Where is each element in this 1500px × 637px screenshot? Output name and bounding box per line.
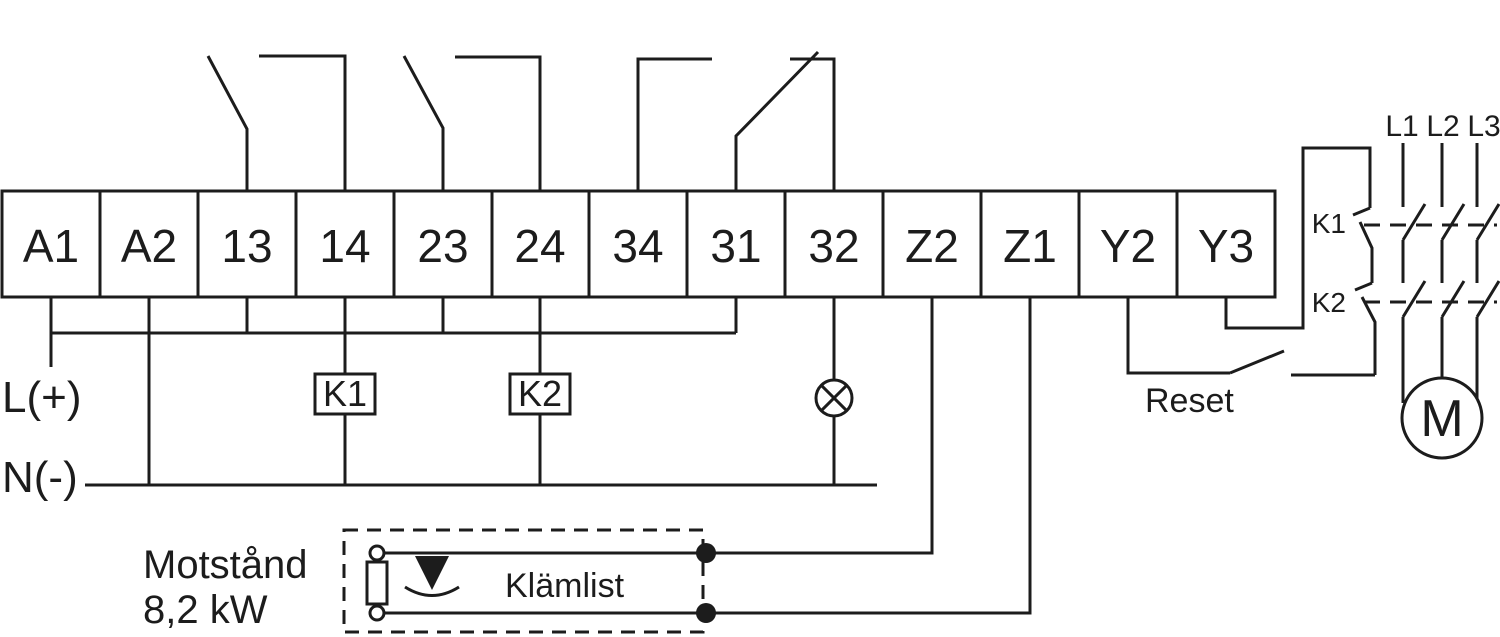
- motor-leads: [1401, 317, 1479, 403]
- terminal-label-y2: Y2: [1100, 220, 1156, 272]
- lamp-branch: [814, 297, 854, 485]
- contact-23-24-lines: [402, 55, 542, 191]
- terminal-label-31: 31: [710, 220, 761, 272]
- phase-top-leads: [1401, 143, 1479, 207]
- contact-34-31-32-lines: [636, 50, 836, 191]
- k1-coil-branch: K1: [313, 297, 377, 485]
- supply-minus-label: N(-): [2, 453, 78, 502]
- motor-icon: [1400, 376, 1484, 460]
- contact-13-14-lines: [206, 54, 347, 191]
- k1-contact-label: K1: [1312, 208, 1346, 239]
- terminal-label-z1: Z1: [1003, 220, 1057, 272]
- terminal-label-14: 14: [319, 220, 370, 272]
- reset-label: Reset: [1145, 382, 1234, 420]
- z1-wire: [384, 297, 1032, 615]
- resistor-top-terminal-icon: [368, 544, 386, 562]
- lamp-cross-icon: [820, 384, 848, 412]
- reset-switch: [1126, 297, 1375, 377]
- k1-aux-contact: [1352, 206, 1374, 283]
- junction-dot-z2: [696, 543, 716, 563]
- terminal-label-y3: Y3: [1198, 220, 1254, 272]
- k2-aux-contact: [1354, 281, 1377, 375]
- motor-label: M: [1420, 390, 1463, 448]
- terminal-label-23: 23: [417, 220, 468, 272]
- klamlist-section: Klämlist Motstånd 8,2 kW: [143, 297, 1032, 634]
- k1-coil-label: K1: [323, 373, 367, 414]
- klamlist-label: Klämlist: [505, 567, 625, 605]
- k2-coil-box: [508, 372, 572, 416]
- main-circuit: L1 L2 L3 M: [1364, 110, 1500, 460]
- nminus-network: N(-): [2, 297, 877, 502]
- terminal-block: A1 A2 13 14 23 24 34 31 32 Z2 Z1 Y2 Y3: [0, 189, 1277, 299]
- lplus-bus-wires: [49, 297, 738, 367]
- terminal-label-32: 32: [808, 220, 859, 272]
- k1-coil-box: [313, 372, 377, 416]
- resistor-body-icon: [365, 560, 389, 606]
- terminal-label-13: 13: [221, 220, 272, 272]
- terminal-label-z2: Z2: [905, 220, 959, 272]
- terminal-block-outline: [0, 189, 1277, 299]
- phase-mid-leads: [1401, 240, 1479, 283]
- phase-l1-label: L1: [1385, 110, 1418, 143]
- arrow-down-icon: [415, 556, 449, 590]
- arc-icon: [404, 585, 460, 597]
- k1-main-contact-blades: [1401, 203, 1500, 241]
- phase-l2-label: L2: [1426, 110, 1459, 143]
- no-contact-13-14: [206, 54, 347, 191]
- junction-dot-z1: [696, 603, 716, 623]
- k2-contact-label: K2: [1312, 287, 1346, 318]
- resistor-bottom-terminal-icon: [368, 604, 386, 622]
- phase-l3-label: L3: [1467, 110, 1500, 143]
- load-name-line2: 8,2 kW: [143, 588, 268, 632]
- k2-coil-label: K2: [518, 373, 562, 414]
- k2-coil-branch: K2: [508, 297, 572, 485]
- changeover-contact-34-31-32: [636, 50, 836, 191]
- supply-plus-label: L(+): [2, 373, 81, 422]
- nminus-bus-wires: [85, 297, 877, 487]
- terminal-block-dividers: [98, 191, 1179, 297]
- terminal-label-24: 24: [514, 220, 565, 272]
- lplus-network: L(+): [2, 297, 738, 422]
- terminal-label-a1: A1: [23, 220, 79, 272]
- y3-loop-wires: [1224, 146, 1372, 330]
- no-contact-23-24: [402, 55, 542, 191]
- k2-main-contact-blades: [1401, 280, 1500, 318]
- terminal-label-34: 34: [612, 220, 663, 272]
- aux-feedback-loop: Reset K1 K2: [1126, 146, 1377, 420]
- load-name-line1: Motstånd: [143, 543, 308, 587]
- z2-wire: [384, 297, 934, 555]
- terminal-label-a2: A2: [121, 220, 177, 272]
